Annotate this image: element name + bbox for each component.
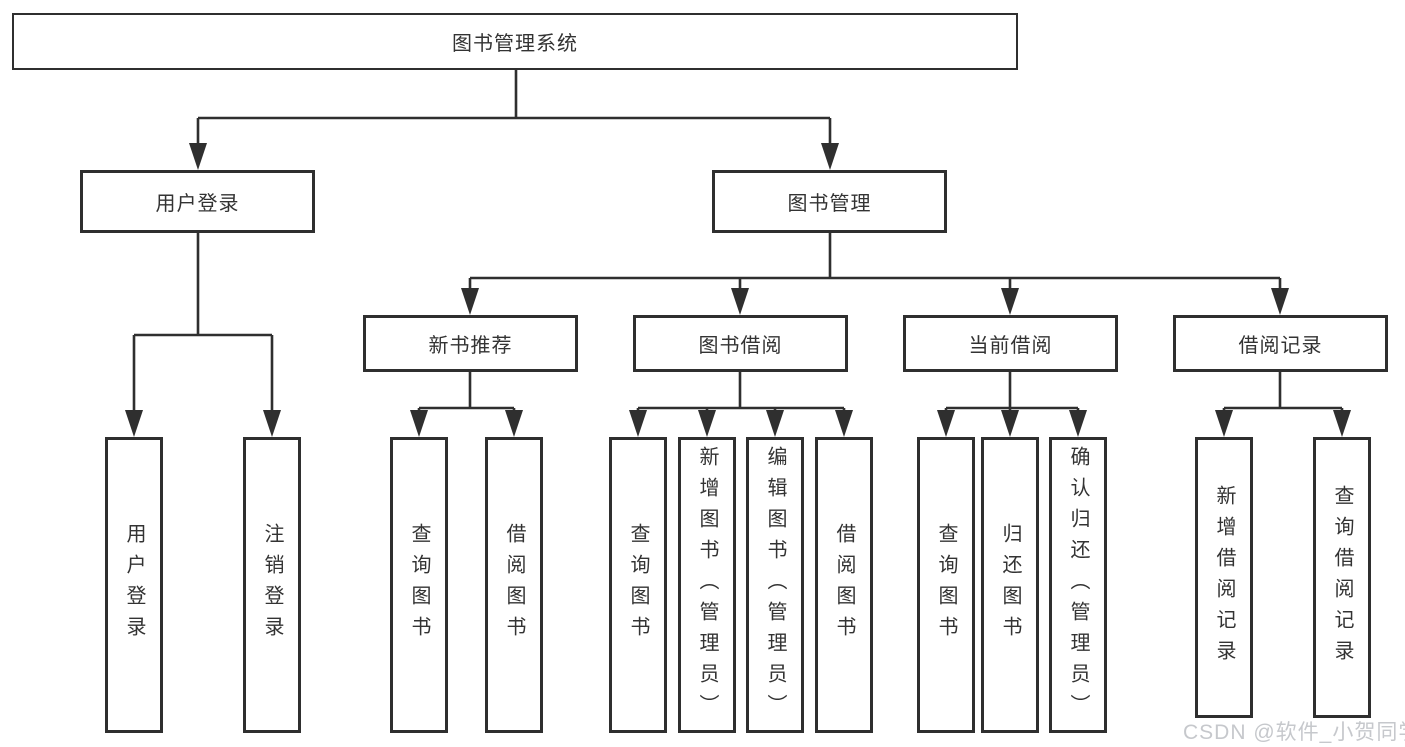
leaf-label: 注销登录	[261, 523, 283, 647]
node-user-login: 用户登录	[80, 170, 315, 233]
node-library-management-system: 图书管理系统	[12, 13, 1018, 70]
node-book-borrowing: 图书借阅	[633, 315, 848, 372]
leaf-label: 用户登录	[123, 523, 145, 647]
leaf-query-books-recommend: 查询图书	[390, 437, 448, 733]
leaf-borrow-books: 借阅图书	[815, 437, 873, 733]
leaf-label: 确认归还（管理员）	[1067, 445, 1089, 725]
leaf-query-books-current: 查询图书	[917, 437, 975, 733]
leaf-query-borrow-record: 查询借阅记录	[1313, 437, 1371, 718]
leaf-label: 查询图书	[935, 523, 957, 647]
leaf-label: 归还图书	[999, 523, 1021, 647]
leaf-label: 查询借阅记录	[1331, 484, 1353, 671]
node-current-borrowing: 当前借阅	[903, 315, 1118, 372]
node-book-management: 图书管理	[712, 170, 947, 233]
leaf-label: 编辑图书（管理员）	[764, 445, 786, 725]
leaf-logout: 注销登录	[243, 437, 301, 733]
node-new-book-recommendation: 新书推荐	[363, 315, 578, 372]
csdn-watermark: CSDN @软件_小贺同学	[1183, 721, 1405, 744]
leaf-edit-books-admin: 编辑图书（管理员）	[746, 437, 804, 733]
leaf-label: 查询图书	[408, 523, 430, 647]
leaf-label: 查询图书	[627, 523, 649, 647]
leaf-user-login: 用户登录	[105, 437, 163, 733]
leaf-return-books: 归还图书	[981, 437, 1039, 733]
leaf-label: 借阅图书	[833, 523, 855, 647]
leaf-label: 新增借阅记录	[1213, 484, 1235, 671]
node-borrowing-records: 借阅记录	[1173, 315, 1388, 372]
leaf-label: 新增图书（管理员）	[696, 445, 718, 725]
leaf-add-borrow-record: 新增借阅记录	[1195, 437, 1253, 718]
leaf-add-books-admin: 新增图书（管理员）	[678, 437, 736, 733]
leaf-confirm-return-admin: 确认归还（管理员）	[1049, 437, 1107, 733]
leaf-label: 借阅图书	[503, 523, 525, 647]
leaf-query-books-borrow: 查询图书	[609, 437, 667, 733]
leaf-borrow-books-recommend: 借阅图书	[485, 437, 543, 733]
